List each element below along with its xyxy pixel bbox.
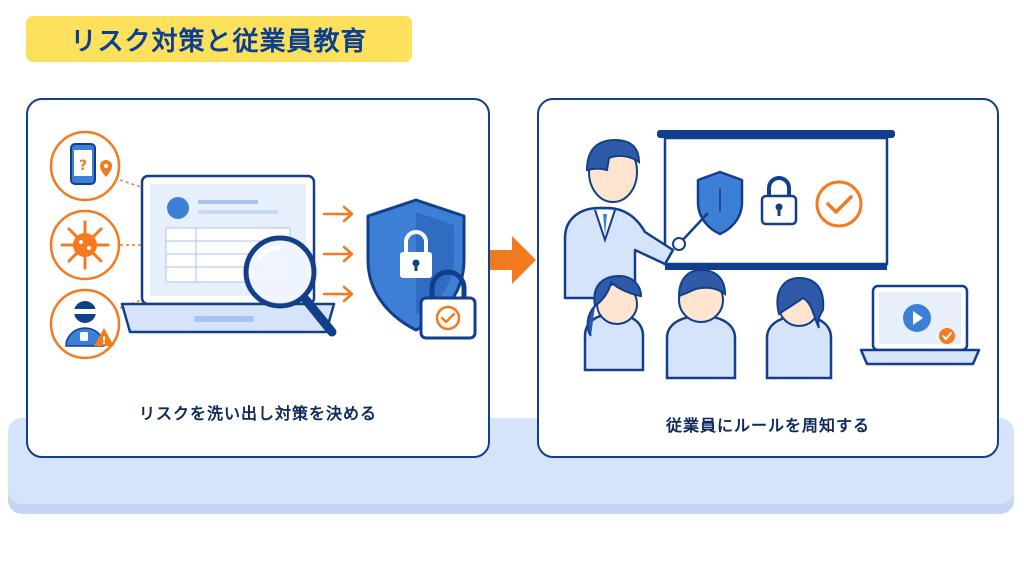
virus-icon [49, 209, 121, 281]
employee-icon [765, 276, 833, 380]
padlock-icon [760, 176, 798, 226]
svg-text:!: ! [101, 334, 106, 347]
risk-assessment-panel: ? ! [26, 98, 490, 458]
page-title: リスク対策と従業員教育 [26, 16, 412, 62]
flow-arrow-icon [490, 236, 536, 284]
employee-training-panel: 従業員にルールを周知する [537, 98, 999, 458]
flow-arrows [322, 205, 354, 303]
employee-icon [583, 274, 645, 372]
smartphone-location-icon: ? [49, 130, 121, 202]
employee-icon [665, 268, 737, 380]
hacker-warning-icon: ! [49, 288, 121, 360]
padlock-check-icon [419, 269, 477, 340]
svg-text:?: ? [79, 158, 87, 174]
employee-training-illustration [563, 130, 981, 380]
employee-training-caption: 従業員にルールを周知する [665, 416, 870, 435]
shield-icon [696, 170, 744, 236]
checkmark-icon [815, 180, 863, 228]
presenter-icon [563, 138, 709, 300]
laptop-video-icon [859, 284, 981, 366]
risk-assessment-illustration: ? ! [49, 130, 477, 360]
risk-assessment-caption: リスクを洗い出し対策を決める [138, 404, 377, 423]
magnifier-icon [243, 235, 337, 337]
